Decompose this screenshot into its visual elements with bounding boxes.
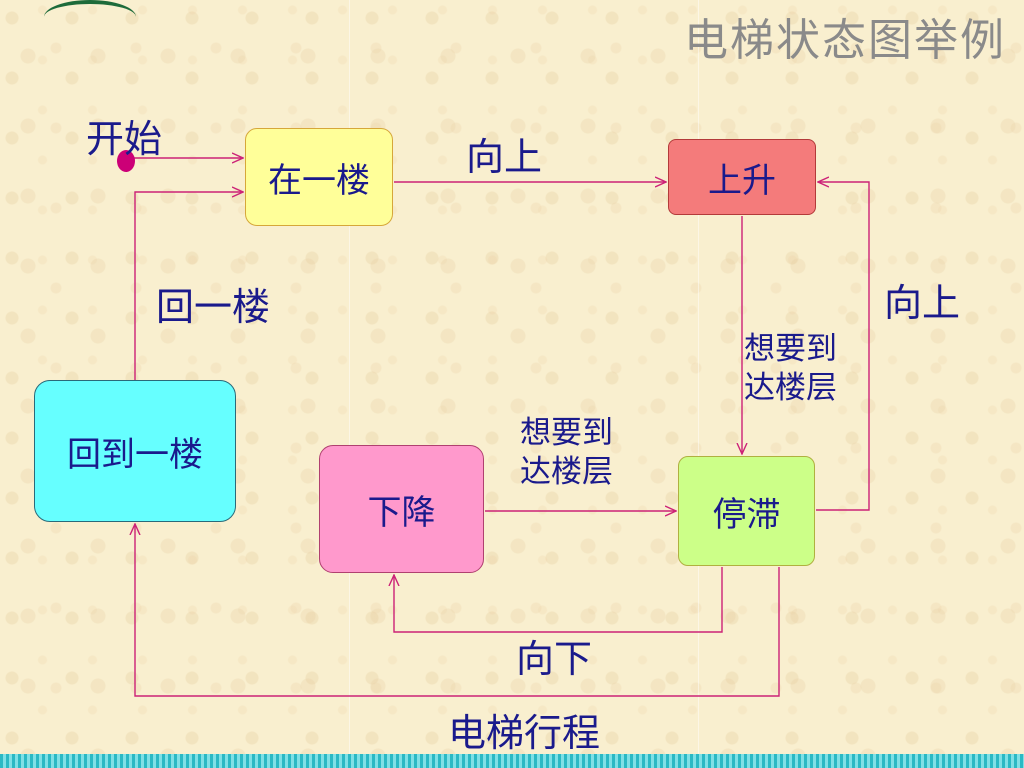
- label-start: 开始: [86, 117, 163, 161]
- label-arrive-from-down: 想要到 达楼层: [520, 414, 613, 492]
- state-idle: 停滞: [678, 456, 815, 566]
- label-travel: 电梯行程: [448, 711, 601, 755]
- state-rising: 上升: [668, 139, 816, 215]
- label-up-from-floor1: 向上: [466, 135, 543, 179]
- label-line: 达楼层: [520, 453, 613, 490]
- arrow-return-to-floor1: [134, 192, 243, 380]
- label-line: 想要到: [744, 331, 837, 367]
- arrow-idle-to-return: [135, 524, 780, 697]
- state-descending: 下降: [319, 445, 484, 573]
- start-dot: [117, 150, 135, 172]
- label-back-to-floor1: 回一楼: [156, 285, 271, 329]
- slide-title: 电梯状态图举例: [684, 15, 1006, 66]
- background-divider: [698, 0, 699, 768]
- state-return-floor1: 回到一楼: [34, 380, 236, 522]
- label-line: 想要到: [520, 415, 613, 451]
- bottom-band: [0, 754, 1024, 768]
- label-up-from-idle: 向上: [884, 281, 961, 325]
- background-divider: [349, 0, 350, 768]
- arrow-idle-to-up: [816, 182, 870, 511]
- label-line: 达楼层: [744, 369, 837, 406]
- logo-arc: [44, 0, 136, 34]
- arrow-idle-to-down: [394, 567, 723, 633]
- label-down-from-idle: 向下: [516, 637, 593, 681]
- state-floor1: 在一楼: [245, 128, 393, 226]
- label-arrive-from-up: 想要到 达楼层: [744, 330, 837, 408]
